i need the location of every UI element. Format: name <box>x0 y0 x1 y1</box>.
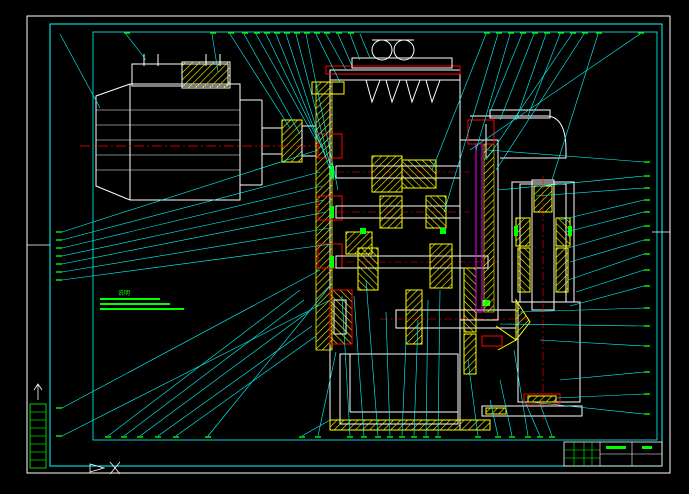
motor-coupling <box>80 119 330 163</box>
bottom-arrow-mark <box>89 461 121 475</box>
notes-line-2 <box>100 303 170 305</box>
notes-line-3 <box>100 308 184 310</box>
drawing-area <box>92 31 658 441</box>
notes-heading: 说明 <box>118 289 130 297</box>
bearings-left <box>317 133 353 345</box>
title-block-label <box>642 446 652 449</box>
base-plate <box>329 405 583 431</box>
outer-frame <box>26 15 671 474</box>
part-number-ticks <box>56 161 650 437</box>
gears <box>345 155 477 375</box>
housing-flange-top <box>311 81 345 95</box>
leader-lines <box>59 33 645 437</box>
left-side-stamp <box>29 383 47 469</box>
electric-motor <box>95 54 263 201</box>
notes-line-1 <box>100 298 160 300</box>
title-block <box>563 441 663 467</box>
spindle-unit <box>495 176 581 420</box>
technical-notes: 说明 <box>100 289 184 310</box>
top-cover <box>325 39 461 75</box>
title-block-name <box>606 446 626 449</box>
